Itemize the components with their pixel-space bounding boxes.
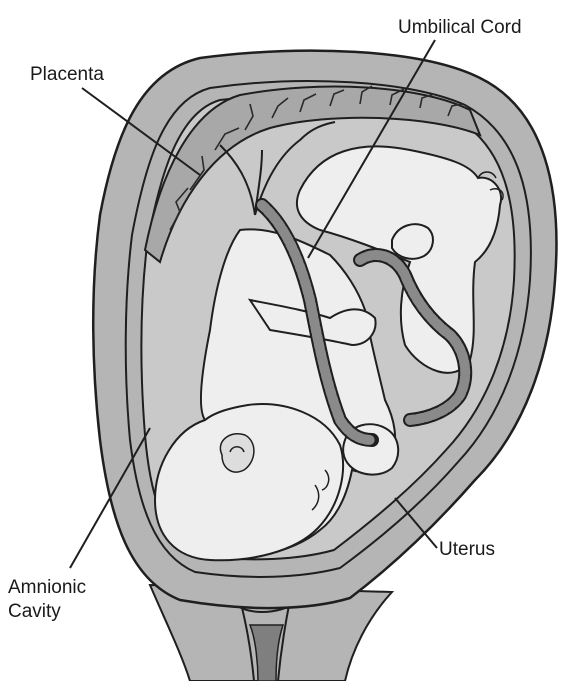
fetus-ear	[220, 434, 254, 472]
label-amnionic-cavity-line2: Cavity	[8, 600, 86, 624]
label-placenta: Placenta	[30, 63, 104, 87]
label-umbilical-cord: Umbilical Cord	[398, 16, 522, 40]
label-amnionic-cavity: Amnionic Cavity	[8, 576, 86, 624]
fetus-hand-upper	[392, 224, 433, 259]
label-amnionic-cavity-line1: Amnionic	[8, 576, 86, 600]
label-uterus: Uterus	[439, 538, 495, 562]
